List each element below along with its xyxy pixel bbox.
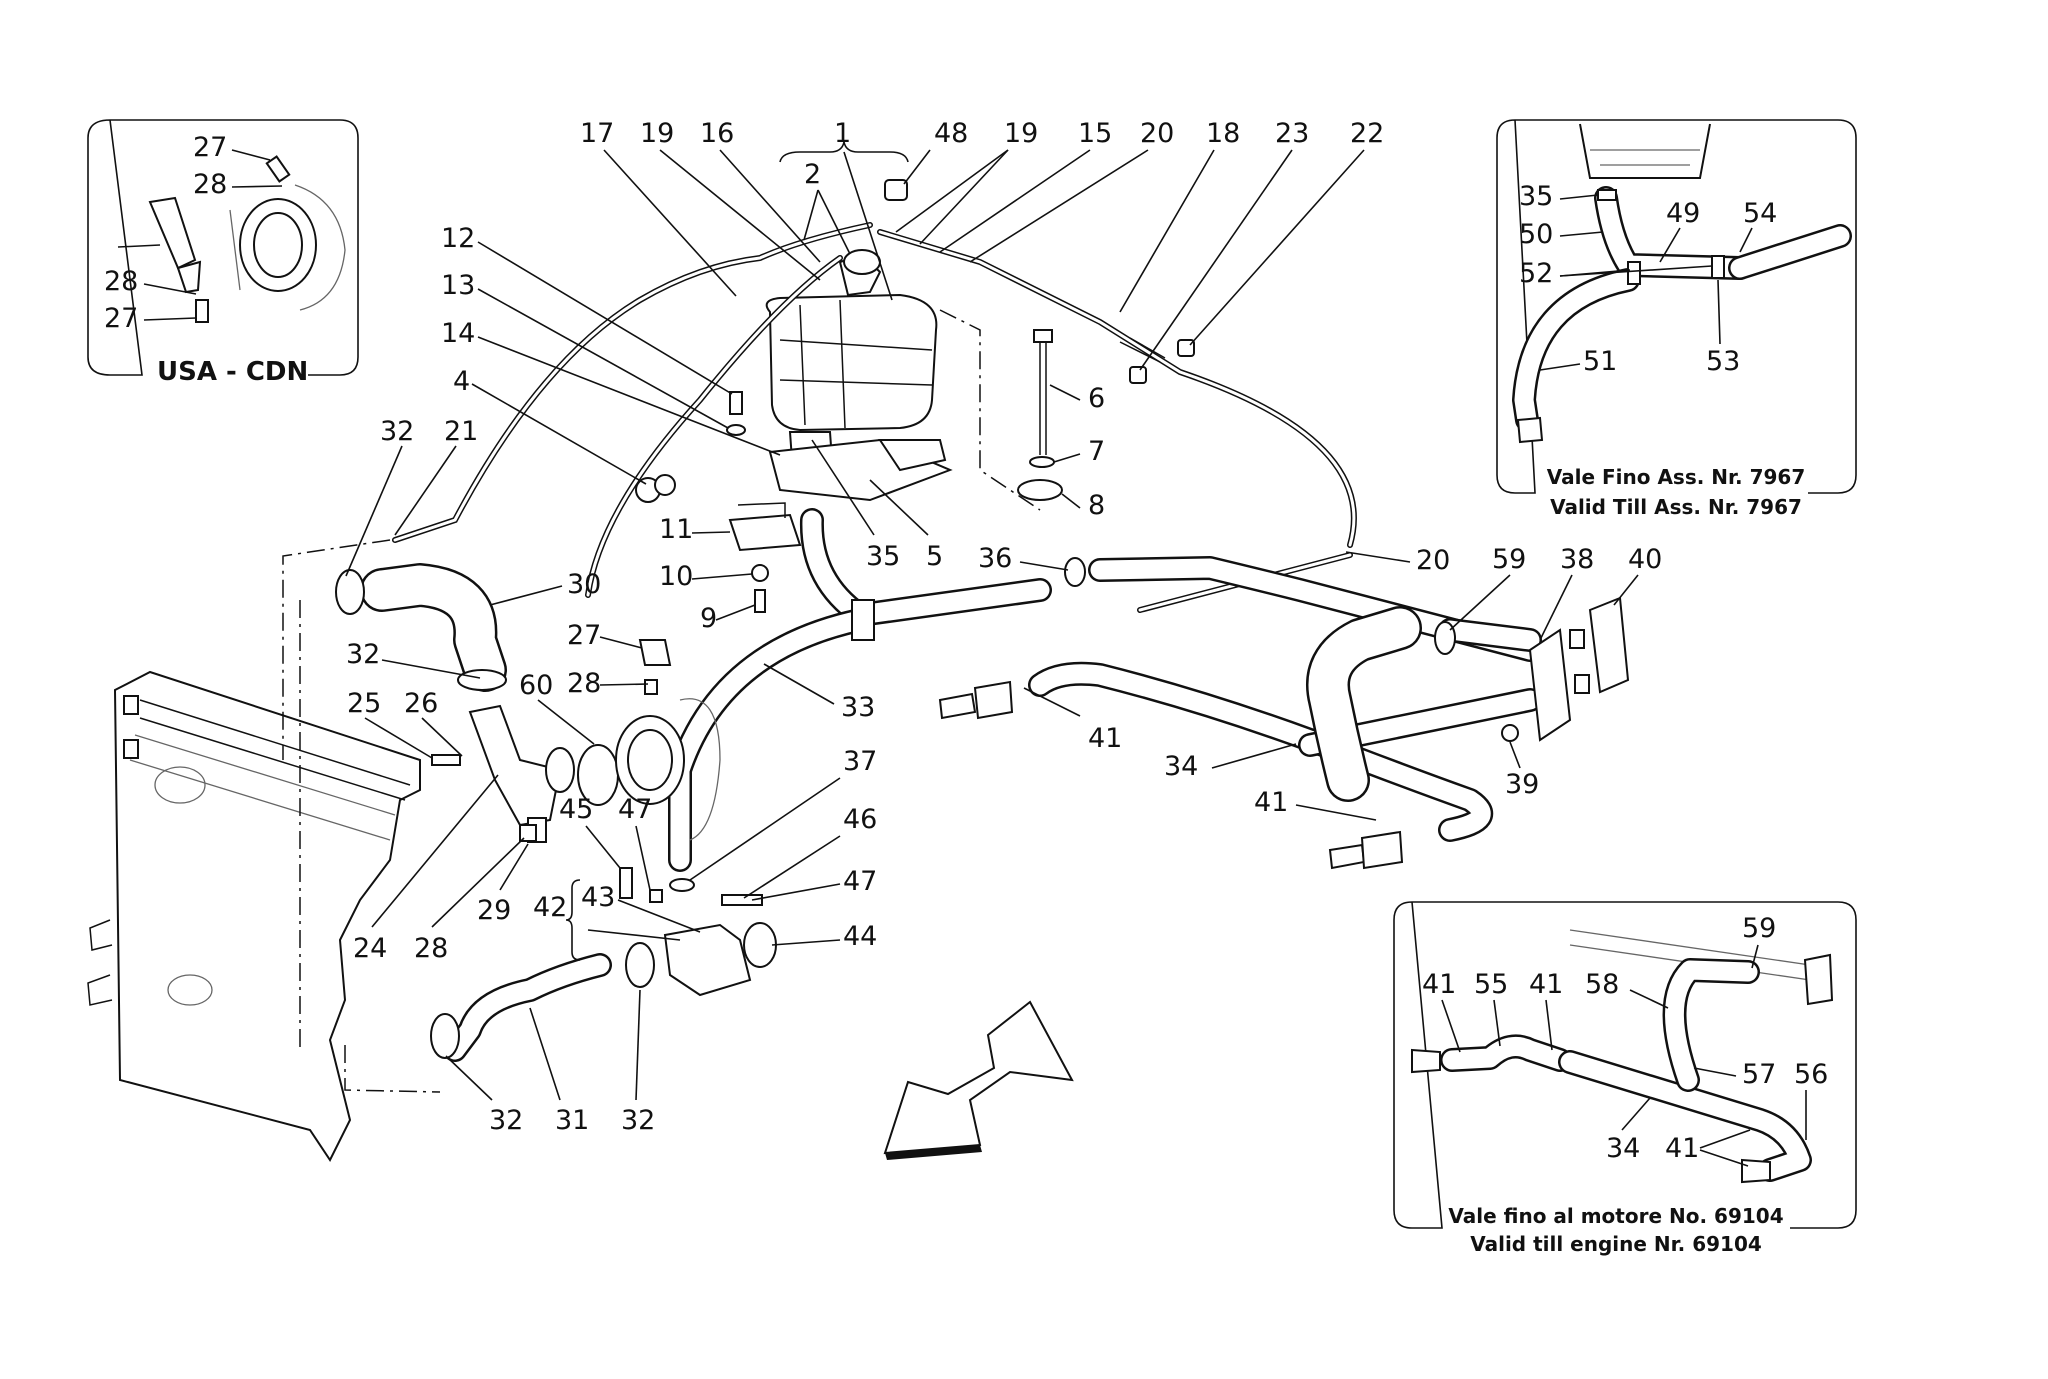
label-15: 15 bbox=[1078, 118, 1112, 149]
expansion-tank bbox=[765, 249, 953, 502]
label-52: 52 bbox=[1519, 258, 1553, 289]
label-41: 41 bbox=[1088, 723, 1122, 754]
inset-usa-cdn: USA - CDN 27 28 28 27 bbox=[87, 119, 359, 387]
label-45: 45 bbox=[559, 794, 593, 825]
label-27: 27 bbox=[567, 620, 601, 651]
label-21: 21 bbox=[444, 416, 478, 447]
label-32: 32 bbox=[380, 416, 414, 447]
degas-tube bbox=[877, 229, 1357, 548]
label-5: 5 bbox=[926, 541, 943, 572]
label-9: 9 bbox=[700, 603, 717, 634]
label-1: 1 bbox=[834, 118, 851, 149]
label-31: 31 bbox=[555, 1105, 589, 1136]
label-28: 28 bbox=[567, 668, 601, 699]
sensor-41 bbox=[1328, 843, 1366, 870]
label-16: 16 bbox=[700, 118, 734, 149]
label-41: 41 bbox=[1422, 969, 1456, 1000]
label-13: 13 bbox=[441, 270, 475, 301]
label-32: 32 bbox=[346, 639, 380, 670]
label-48: 48 bbox=[934, 118, 968, 149]
label-47: 47 bbox=[843, 866, 877, 897]
inset-valid-till-ass-7967: Vale Fino Ass. Nr. 7967 Valid Till Ass. … bbox=[1496, 119, 1857, 519]
label-35: 35 bbox=[866, 541, 900, 572]
label-28: 28 bbox=[414, 933, 448, 964]
label-22: 22 bbox=[1350, 118, 1384, 149]
label-55: 55 bbox=[1474, 969, 1508, 1000]
label-43: 43 bbox=[581, 882, 615, 913]
label-32: 32 bbox=[621, 1105, 655, 1136]
inset-caption-line2: Valid Till Ass. Nr. 7967 bbox=[1550, 495, 1802, 519]
label-24: 24 bbox=[353, 933, 387, 964]
label-28: 28 bbox=[193, 169, 227, 200]
label-59: 59 bbox=[1742, 913, 1776, 944]
label-54: 54 bbox=[1743, 198, 1777, 229]
label-51: 51 bbox=[1583, 346, 1617, 377]
assembly-guide-line bbox=[939, 309, 1041, 511]
label-34: 34 bbox=[1606, 1133, 1640, 1164]
flow-direction-arrow bbox=[883, 1000, 1074, 1155]
inset-usa-cdn-caption: USA - CDN bbox=[157, 357, 308, 387]
label-44: 44 bbox=[843, 921, 877, 952]
label-33: 33 bbox=[841, 692, 875, 723]
label-50: 50 bbox=[1519, 219, 1553, 250]
label-2: 2 bbox=[804, 159, 821, 190]
inset-caption-line1: Vale Fino Ass. Nr. 7967 bbox=[1547, 465, 1806, 489]
assembly-guide-line bbox=[282, 539, 391, 760]
label-35: 35 bbox=[1519, 181, 1553, 212]
label-40: 40 bbox=[1628, 544, 1662, 575]
label-42: 42 bbox=[533, 892, 567, 923]
label-39: 39 bbox=[1505, 769, 1539, 800]
label-27: 27 bbox=[104, 303, 138, 334]
label-41: 41 bbox=[1529, 969, 1563, 1000]
label-4: 4 bbox=[453, 366, 470, 397]
main-callouts: 17 19 16 1 48 19 15 20 18 23 22 12 13 14… bbox=[345, 118, 1662, 1136]
label-12: 12 bbox=[441, 223, 475, 254]
label-19: 19 bbox=[640, 118, 674, 149]
label-47: 47 bbox=[618, 794, 652, 825]
label-56: 56 bbox=[1794, 1059, 1828, 1090]
label-46: 46 bbox=[843, 804, 877, 835]
thermostat-outlet-24 bbox=[468, 704, 562, 827]
label-59: 59 bbox=[1492, 544, 1526, 575]
label-32: 32 bbox=[489, 1105, 523, 1136]
label-17: 17 bbox=[580, 118, 614, 149]
label-8: 8 bbox=[1088, 490, 1105, 521]
label-7: 7 bbox=[1088, 436, 1105, 467]
label-36: 36 bbox=[978, 543, 1012, 574]
label-28: 28 bbox=[104, 266, 138, 297]
label-6: 6 bbox=[1088, 383, 1105, 414]
label-57: 57 bbox=[1742, 1059, 1776, 1090]
label-26: 26 bbox=[404, 688, 438, 719]
label-23: 23 bbox=[1275, 118, 1309, 149]
inset-caption-line1: Vale fino al motore No. 69104 bbox=[1448, 1204, 1783, 1228]
label-20: 20 bbox=[1140, 118, 1174, 149]
label-60: 60 bbox=[519, 670, 553, 701]
label-29: 29 bbox=[477, 895, 511, 926]
label-10: 10 bbox=[659, 561, 693, 592]
inset-caption-line2: Valid till engine Nr. 69104 bbox=[1470, 1232, 1762, 1256]
label-18: 18 bbox=[1206, 118, 1240, 149]
radiator bbox=[87, 670, 421, 1162]
label-58: 58 bbox=[1585, 969, 1619, 1000]
pipe-fitting-42 bbox=[663, 923, 752, 997]
label-49: 49 bbox=[1666, 198, 1700, 229]
label-25: 25 bbox=[347, 688, 381, 719]
sensor-41 bbox=[938, 692, 977, 720]
label-11: 11 bbox=[659, 514, 693, 545]
label-34: 34 bbox=[1164, 751, 1198, 782]
inset-valid-till-engine-69104: Vale fino al motore No. 69104 Valid till… bbox=[1393, 901, 1857, 1256]
label-41: 41 bbox=[1254, 787, 1288, 818]
label-19: 19 bbox=[1004, 118, 1038, 149]
label-37: 37 bbox=[843, 746, 877, 777]
label-53: 53 bbox=[1706, 346, 1740, 377]
label-14: 14 bbox=[441, 318, 475, 349]
label-38: 38 bbox=[1560, 544, 1594, 575]
label-30: 30 bbox=[567, 569, 601, 600]
label-27: 27 bbox=[193, 132, 227, 163]
assembly-guide-line bbox=[344, 1045, 441, 1093]
label-41: 41 bbox=[1665, 1133, 1699, 1164]
label-20: 20 bbox=[1416, 545, 1450, 576]
